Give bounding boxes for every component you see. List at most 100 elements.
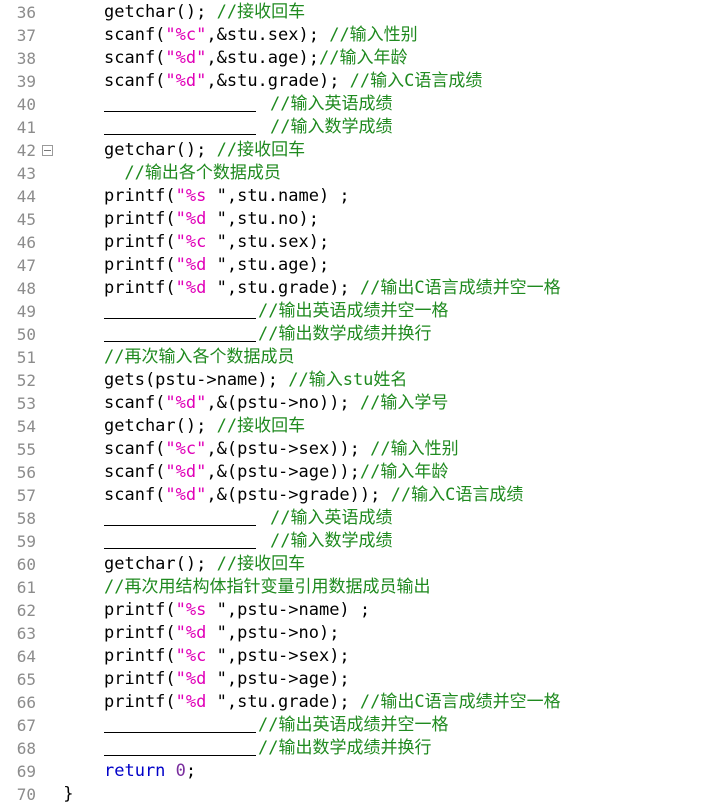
fold-toggle-icon[interactable]	[42, 145, 53, 156]
code-text: getchar(); //接收回车	[104, 553, 305, 576]
code-token: printf(	[104, 646, 176, 666]
code-comment: //再次输入各个数据成员	[104, 347, 295, 367]
code-token: scanf(	[104, 462, 166, 482]
fill-in-blank	[104, 731, 256, 733]
code-text: //输入英语成绩	[104, 93, 392, 116]
number-literal: 0	[175, 761, 186, 781]
code-token: ,&(pstu->sex));	[206, 439, 371, 459]
line-number: 68	[16, 739, 36, 758]
code-text: getchar(); //接收回车	[104, 139, 305, 162]
code-token: printf(	[104, 278, 176, 298]
code-token: printf(	[104, 669, 176, 689]
code-comment: //输入年龄	[318, 48, 408, 68]
line-number: 60	[16, 555, 36, 574]
code-token: ",pstu->no);	[216, 623, 340, 643]
line-number: 36	[16, 3, 36, 22]
code-comment: //接收回车	[216, 140, 306, 160]
code-comment: //输出数学成绩并换行	[258, 324, 432, 344]
string-literal: "%c"	[165, 439, 207, 459]
code-text: scanf("%d",&(pstu->grade)); //输入C语言成绩	[104, 484, 523, 507]
code-text: scanf("%d",&(pstu->age));//输入年龄	[104, 461, 448, 484]
code-token: ",pstu->sex);	[216, 646, 350, 666]
string-literal: "%c	[175, 232, 217, 252]
code-comment: //输入英语成绩	[270, 508, 393, 528]
line-number: 59	[16, 532, 36, 551]
code-comment: //输出英语成绩并空一格	[258, 715, 449, 735]
fill-in-blank	[104, 110, 256, 112]
code-comment: //输入C语言成绩	[349, 71, 483, 91]
string-literal: "%d	[175, 278, 217, 298]
code-comment: //输入学号	[359, 393, 449, 413]
code-token: scanf(	[104, 25, 166, 45]
code-comment: //输出数学成绩并换行	[258, 738, 432, 758]
string-literal: "%d"	[165, 71, 207, 91]
code-text: //输出英语成绩并空一格	[104, 300, 448, 323]
string-literal: "%d	[175, 692, 217, 712]
code-comment: //输入年龄	[359, 462, 449, 482]
code-comment: //输入性别	[329, 25, 418, 45]
code-text: scanf("%d",&(pstu->no)); //输入学号	[104, 392, 448, 415]
code-comment: //输入数学成绩	[270, 117, 393, 137]
line-number: 56	[16, 463, 36, 482]
code-token: ",stu.no);	[216, 209, 319, 229]
line-number: 70	[16, 785, 36, 804]
code-text: //输出数学成绩并换行	[104, 323, 431, 346]
code-text: printf("%d ",pstu->age);	[104, 668, 350, 691]
keyword: return	[104, 761, 166, 781]
code-text: //输出各个数据成员	[124, 162, 280, 185]
line-number: 51	[16, 348, 36, 367]
code-token: printf(	[104, 209, 176, 229]
code-text: getchar(); //接收回车	[104, 1, 305, 24]
code-text: }	[63, 783, 73, 806]
code-comment: //接收回车	[216, 554, 306, 574]
code-text: //输出英语成绩并空一格	[104, 714, 448, 737]
code-token: scanf(	[104, 71, 166, 91]
code-text: printf("%d ",stu.grade); //输出C语言成绩并空一格	[104, 277, 561, 300]
code-comment: //输出C语言成绩并空一格	[359, 278, 561, 298]
line-number: 63	[16, 624, 36, 643]
code-text: //再次输入各个数据成员	[104, 346, 294, 369]
code-text: scanf("%d",&stu.age);//输入年龄	[104, 47, 407, 70]
code-token: ,&(pstu->no));	[206, 393, 360, 413]
code-token: printf(	[104, 692, 176, 712]
line-number: 55	[16, 440, 36, 459]
code-text: gets(pstu->name); //输入stu姓名	[104, 369, 407, 392]
string-literal: "%s	[175, 600, 217, 620]
code-token: ",stu.sex);	[216, 232, 330, 252]
line-number: 57	[16, 486, 36, 505]
code-token: getchar();	[104, 140, 217, 160]
code-text: printf("%d ",stu.grade); //输出C语言成绩并空一格	[104, 691, 561, 714]
fill-in-blank	[104, 133, 256, 135]
code-text: return 0;	[104, 760, 196, 783]
string-literal: "%c"	[165, 25, 207, 45]
code-token	[165, 761, 175, 781]
line-number: 66	[16, 693, 36, 712]
line-number: 61	[16, 578, 36, 597]
line-number: 47	[16, 256, 36, 275]
code-text: getchar(); //接收回车	[104, 415, 305, 438]
string-literal: "%d	[175, 669, 217, 689]
line-number: 40	[16, 95, 36, 114]
line-number: 43	[16, 164, 36, 183]
line-number: 37	[16, 26, 36, 45]
code-text: scanf("%c",&(pstu->sex)); //输入性别	[104, 438, 459, 461]
line-number: 45	[16, 210, 36, 229]
code-token: getchar();	[104, 2, 217, 22]
code-comment: //输入stu姓名	[288, 370, 408, 390]
code-token: ",pstu->name) ;	[216, 600, 371, 620]
code-comment: //输入性别	[370, 439, 459, 459]
string-literal: "%d"	[165, 485, 207, 505]
code-token: printf(	[104, 255, 176, 275]
code-token: scanf(	[104, 439, 166, 459]
code-token: ",stu.grade);	[216, 278, 360, 298]
line-number: 64	[16, 647, 36, 666]
line-number: 52	[16, 371, 36, 390]
line-number: 65	[16, 670, 36, 689]
code-text: printf("%d ",pstu->no);	[104, 622, 339, 645]
code-text: scanf("%c",&stu.sex); //输入性别	[104, 24, 418, 47]
code-comment: //接收回车	[216, 416, 306, 436]
fill-in-blank	[104, 317, 256, 319]
line-number: 42	[16, 141, 36, 160]
code-token: printf(	[104, 232, 176, 252]
